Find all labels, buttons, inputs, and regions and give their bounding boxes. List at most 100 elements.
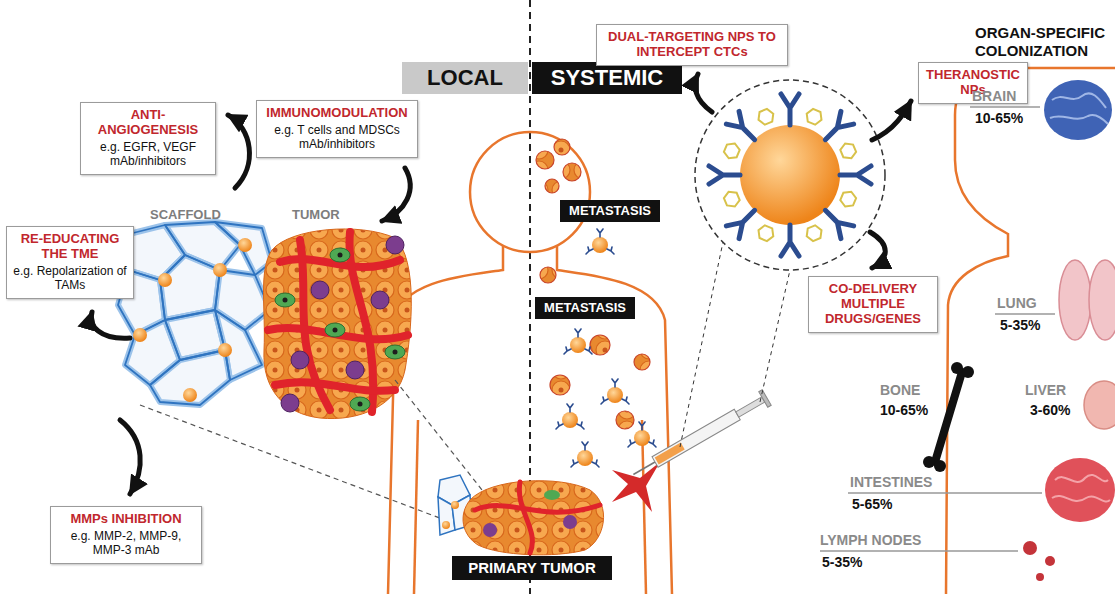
illustration-part xyxy=(839,141,858,161)
node-title: RE-EDUCATING THE TME xyxy=(13,232,127,262)
illustration-part xyxy=(616,411,634,429)
illustration-part xyxy=(629,390,771,483)
illustration-part xyxy=(642,420,646,594)
illustration-part xyxy=(695,74,712,112)
illustration-part xyxy=(628,422,656,447)
illustration-part xyxy=(840,166,871,184)
site-tag: PRIMARY TUMOR xyxy=(452,556,612,580)
illustration-part xyxy=(183,388,197,402)
illustration-part xyxy=(709,166,740,184)
illustration-part xyxy=(804,224,824,243)
illustration-part xyxy=(934,460,946,472)
illustration-part xyxy=(781,94,799,125)
illustration-part xyxy=(150,350,230,405)
section-heading: ORGAN-SPECIFIC COLONIZATION xyxy=(975,24,1111,60)
illustration-part xyxy=(563,163,581,181)
node-title: METASTASIS xyxy=(541,300,629,316)
illustration-part xyxy=(848,492,1042,494)
illustration-part xyxy=(475,505,600,512)
illustration-part xyxy=(839,141,858,161)
illustration-part xyxy=(275,293,295,307)
illustration-part xyxy=(923,456,935,468)
illustration-part xyxy=(118,222,272,405)
illustration-part xyxy=(839,189,858,209)
node-title: CO-DELIVERY MULTIPLE DRUGS/GENES xyxy=(815,282,931,327)
illustration-part xyxy=(385,345,405,359)
illustration-part xyxy=(554,139,570,155)
illustration-part xyxy=(125,320,180,385)
node-body: e.g. MMP-2, MMP-9, MMP-3 mAb xyxy=(57,529,195,558)
illustration-part xyxy=(1036,573,1044,581)
illustration-part xyxy=(612,462,660,512)
strategy-box: DUAL-TARGETING NPS TO INTERCEPT CTCs xyxy=(596,24,788,66)
illustration-part xyxy=(722,141,741,161)
node-title: METASTASIS xyxy=(566,203,654,219)
illustration-part xyxy=(544,490,560,500)
illustration-part xyxy=(386,236,404,254)
node-title: PRIMARY TUMOR xyxy=(458,559,606,577)
illustration-part xyxy=(995,313,1055,315)
illustration-part xyxy=(970,106,1040,108)
node-title: LOCAL xyxy=(406,65,524,91)
illustration-part xyxy=(238,238,252,252)
illustration-part xyxy=(804,107,824,126)
illustration-part xyxy=(601,379,629,404)
illustration-part xyxy=(540,267,556,283)
illustration-part xyxy=(283,253,398,407)
illustration-part xyxy=(726,111,761,146)
illustration-part xyxy=(333,328,338,333)
illustration-part xyxy=(213,263,227,277)
illustration-part xyxy=(281,236,404,412)
illustration-part xyxy=(935,372,962,462)
illustration-part xyxy=(652,409,740,467)
illustration-part xyxy=(819,204,854,239)
illustration-part xyxy=(338,253,343,258)
illustration-part xyxy=(264,229,412,419)
illustration-part xyxy=(1089,260,1115,340)
illustration-part xyxy=(91,312,130,338)
illustration-part xyxy=(756,224,776,243)
illustration-part xyxy=(358,402,363,407)
illustration-part xyxy=(923,362,974,472)
illustration-part xyxy=(451,501,459,509)
illustration-part xyxy=(393,350,398,355)
illustration-part xyxy=(371,291,389,309)
node-body: e.g. T cells and MDSCs mAb/inhibitors xyxy=(263,123,411,152)
illustration-part xyxy=(695,80,885,270)
organ-label: BONE xyxy=(880,382,920,398)
illustration-part xyxy=(536,139,650,429)
illustration-part xyxy=(781,94,799,125)
illustration-part xyxy=(470,132,590,252)
illustration-part xyxy=(962,366,974,378)
strategy-box: RE-EDUCATING THE TMEe.g. Repolarization … xyxy=(6,226,134,299)
illustration-part xyxy=(726,111,761,146)
node-title: ANTI-ANGIOGENESIS xyxy=(87,108,209,138)
systemic-banner: SYSTEMIC xyxy=(532,62,682,94)
illustration-part xyxy=(442,521,450,529)
illustration-part xyxy=(722,189,741,209)
illustration-part xyxy=(133,238,252,402)
illustration-part xyxy=(550,375,570,395)
illustration-part xyxy=(218,343,232,357)
part-label: SCAFFOLD xyxy=(150,207,221,223)
illustration-part xyxy=(283,298,288,303)
strategy-box: ANTI-ANGIOGENESISe.g. EGFR, VEGF mAb/inh… xyxy=(80,102,216,175)
strategy-box: MMPs INHIBITION e.g. MMP-2, MMP-9, MMP-3 … xyxy=(50,506,202,564)
organ-label: BRAIN xyxy=(972,88,1016,104)
illustration-part xyxy=(709,94,871,256)
illustration-part xyxy=(275,382,395,391)
illustration-part xyxy=(118,222,272,405)
illustration-part xyxy=(722,141,741,161)
node-title: IMMUNOMODULATION xyxy=(263,106,411,121)
illustration-part xyxy=(1045,556,1055,566)
illustration-part xyxy=(545,179,559,193)
illustration-part xyxy=(1044,80,1112,140)
illustration-part xyxy=(350,397,370,411)
illustration-part xyxy=(140,405,445,520)
illustration-part xyxy=(281,394,299,412)
illustration-part xyxy=(590,335,610,355)
illustration-part xyxy=(804,107,824,126)
illustration-part xyxy=(756,107,776,126)
organ-label: INTESTINES xyxy=(850,474,932,490)
node-title: MMPs INHIBITION xyxy=(57,512,195,527)
